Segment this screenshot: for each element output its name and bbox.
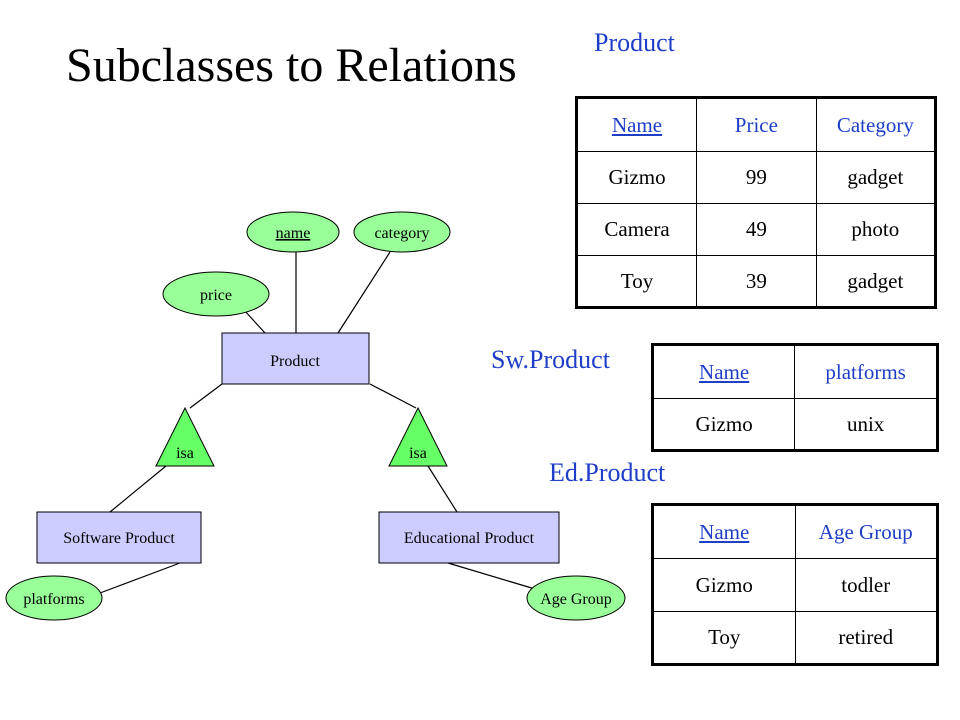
column-header-age-group: Age Group xyxy=(794,504,939,559)
sw-product-table: Name platforms Gizmo unix xyxy=(651,343,939,452)
table-cell: gadget xyxy=(815,255,937,308)
line-isa-right-educational xyxy=(427,465,458,513)
line-software-platforms xyxy=(99,562,181,594)
table-row: Toy 39 gadget xyxy=(575,255,937,308)
column-header-name: Name xyxy=(651,344,796,399)
product-table-header-row: Name Price Category xyxy=(575,97,937,152)
ed-product-table: Name Age Group Gizmo todler Toy retired xyxy=(651,503,939,666)
line-educational-agegroup xyxy=(447,562,546,593)
column-header-platforms: platforms xyxy=(794,344,938,399)
table-cell: Gizmo xyxy=(575,151,698,204)
table-row: Gizmo todler xyxy=(652,558,939,612)
column-header-category: Category xyxy=(815,97,937,152)
entity-product: Product xyxy=(221,332,370,385)
attribute-price-label: price xyxy=(200,287,232,304)
table-cell: 39 xyxy=(696,255,817,308)
column-header-name: Name xyxy=(575,97,698,152)
column-header-name: Name xyxy=(652,504,796,559)
table-cell: Gizmo xyxy=(652,558,796,612)
sw-product-table-caption: Sw.Product xyxy=(491,345,610,374)
table-cell: unix xyxy=(794,398,938,451)
attribute-category-label: category xyxy=(374,225,429,242)
table-cell: Camera xyxy=(575,203,698,256)
entity-educational-product-label: Educational Product xyxy=(404,530,535,547)
table-cell: todler xyxy=(794,558,939,612)
table-row: Toy retired xyxy=(652,611,939,665)
attribute-age-group-label: Age Group xyxy=(540,591,612,608)
connector-lines xyxy=(99,250,546,594)
entity-product-label: Product xyxy=(270,353,320,370)
line-isa-left-software xyxy=(109,465,167,513)
line-product-isa-right xyxy=(369,383,417,409)
table-cell: Gizmo xyxy=(651,398,796,451)
ed-product-table-header-row: Name Age Group xyxy=(652,504,939,559)
attribute-platforms: platforms xyxy=(5,575,103,621)
line-category-product xyxy=(337,251,391,334)
product-table: Name Price Category Gizmo 99 gadget Came… xyxy=(575,96,937,309)
table-cell: gadget xyxy=(815,151,937,204)
table-row: Gizmo 99 gadget xyxy=(575,151,937,204)
table-cell: Toy xyxy=(575,255,698,308)
table-cell: retired xyxy=(794,611,939,665)
isa-triangle-right: isa xyxy=(388,406,448,467)
isa-left-label: isa xyxy=(176,445,194,462)
table-cell: 49 xyxy=(696,203,817,256)
product-table-caption: Product xyxy=(594,28,675,57)
isa-right-label: isa xyxy=(409,445,427,462)
table-row: Camera 49 photo xyxy=(575,203,937,256)
attribute-price: price xyxy=(162,271,270,317)
entity-software-product-label: Software Product xyxy=(63,530,175,547)
table-cell: 99 xyxy=(696,151,817,204)
table-cell: photo xyxy=(815,203,937,256)
column-header-price: Price xyxy=(696,97,817,152)
attribute-name: name xyxy=(246,211,340,253)
ed-product-table-caption: Ed.Product xyxy=(549,458,666,487)
entity-software-product: Software Product xyxy=(36,511,202,564)
table-row: Gizmo unix xyxy=(651,398,938,451)
attribute-category: category xyxy=(353,211,451,253)
attribute-age-group: Age Group xyxy=(526,575,626,621)
line-product-isa-left xyxy=(189,383,223,409)
sw-product-table-header-row: Name platforms xyxy=(651,344,938,399)
line-price-product xyxy=(243,309,266,334)
attribute-platforms-label: platforms xyxy=(23,591,84,608)
attribute-name-label: name xyxy=(276,225,311,242)
isa-triangle-left: isa xyxy=(155,406,215,467)
entity-educational-product: Educational Product xyxy=(378,511,560,564)
slide-title: Subclasses to Relations xyxy=(66,39,517,92)
table-cell: Toy xyxy=(652,611,796,665)
